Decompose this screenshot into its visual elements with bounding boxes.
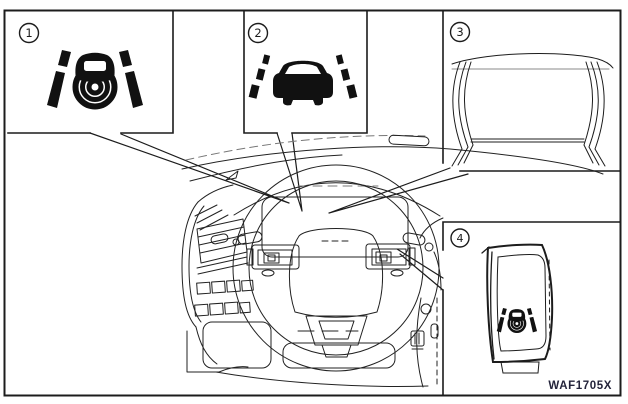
switch-row-lower [194, 301, 251, 317]
switch-panel-tab [500, 361, 540, 374]
instrument-cluster [261, 196, 409, 258]
switch-panel-illustration [481, 243, 554, 374]
callout-leader-2 [276, 132, 303, 212]
console-edge-lower [416, 297, 424, 388]
switch-button-face [496, 254, 547, 352]
lane-mark-left-upper [58, 50, 71, 67]
dashboard-illustration [181, 134, 604, 388]
wheel-switch-pod-left [246, 244, 300, 277]
cluster-hood [233, 182, 441, 217]
switch-row-upper [196, 279, 254, 295]
callout-number-4: 4 [450, 228, 470, 248]
lane-mark-right-upper [119, 50, 132, 67]
callout-box-4 [442, 221, 621, 396]
dash-detail-arrow [225, 170, 239, 181]
callout-number-1: 1 [18, 22, 40, 44]
lane-mark-left-lower [47, 71, 65, 108]
pillar-right-base [583, 144, 606, 167]
dashboard-top-line [470, 138, 585, 143]
callout-number-4-text: 4 [457, 232, 464, 245]
dash-lower-left-curve [195, 326, 218, 365]
console-slot [430, 323, 439, 339]
side-vent [196, 218, 248, 264]
lane-departure-indicator-icon [248, 54, 358, 106]
car-windshield [285, 64, 321, 74]
windshield-illustration [451, 53, 614, 167]
dash-bottom-edge [215, 371, 429, 387]
callout-number-2: 2 [247, 22, 269, 44]
side-vent-handle [210, 233, 229, 245]
windshield-roof-line [451, 53, 614, 69]
knee-panel-left [202, 321, 272, 369]
callout-numbers: 1 2 3 4 [18, 21, 471, 248]
dash-front-edge [189, 154, 343, 182]
column-cover-outer [305, 315, 368, 346]
sonar-ring-inner [86, 78, 104, 96]
cowl-right-curve [419, 217, 444, 239]
callout-number-3-text: 3 [456, 25, 463, 39]
dash-left-edge-outer [181, 201, 199, 328]
lane-intervention-switch-icon [495, 306, 539, 334]
side-vent-trim [196, 256, 249, 275]
console-edge-upper [433, 251, 442, 291]
pillar-left-base [451, 144, 474, 167]
stalk-left [237, 231, 263, 245]
windshield-pillar-right [583, 61, 605, 150]
center-console-right [410, 217, 444, 388]
callout-leader-1 [89, 132, 290, 204]
dash-top-edge [181, 146, 604, 175]
stalk-right [402, 232, 426, 246]
knee-panel-center [282, 342, 396, 369]
lower-left-bracket [186, 330, 249, 373]
lane-intervention-indicator-icon [47, 50, 143, 110]
column-cover-inner [318, 320, 355, 340]
windshield-pillar-left [452, 61, 474, 150]
switch-panel-seam [548, 259, 551, 351]
lane-dashes-left [248, 54, 271, 99]
side-vent-slats [197, 226, 247, 254]
wheel-rim-inner [248, 180, 424, 356]
dash-left-side [181, 184, 254, 373]
callout-leader-3 [328, 167, 469, 214]
callout-number-2-text: 2 [254, 26, 261, 40]
figure-code: WAF1705X [548, 380, 612, 392]
wheel-switch-pod-right [365, 243, 416, 277]
power-outlet-glyph [410, 330, 425, 350]
console-knob [420, 303, 432, 315]
steering-wheel [232, 164, 440, 372]
callout-number-3: 3 [449, 21, 471, 43]
figure-border [3, 9, 622, 397]
callout-number-1-text: 1 [25, 26, 32, 40]
switch-panel-outline [486, 243, 554, 364]
dash-speaker-grille [388, 134, 430, 147]
lane-mark-right-lower [125, 71, 143, 108]
stalk-right-knob [424, 242, 434, 252]
dash-left-corner [197, 184, 234, 203]
lane-dashes-right [335, 54, 358, 99]
car-rear-window [84, 61, 106, 71]
airbag-pad [288, 228, 384, 318]
column-base [321, 344, 352, 358]
wheel-rim-outer [232, 164, 440, 372]
callout-box-2 [243, 10, 368, 134]
callout-box-1 [7, 10, 174, 134]
switch-panel-left-edge [481, 246, 495, 360]
